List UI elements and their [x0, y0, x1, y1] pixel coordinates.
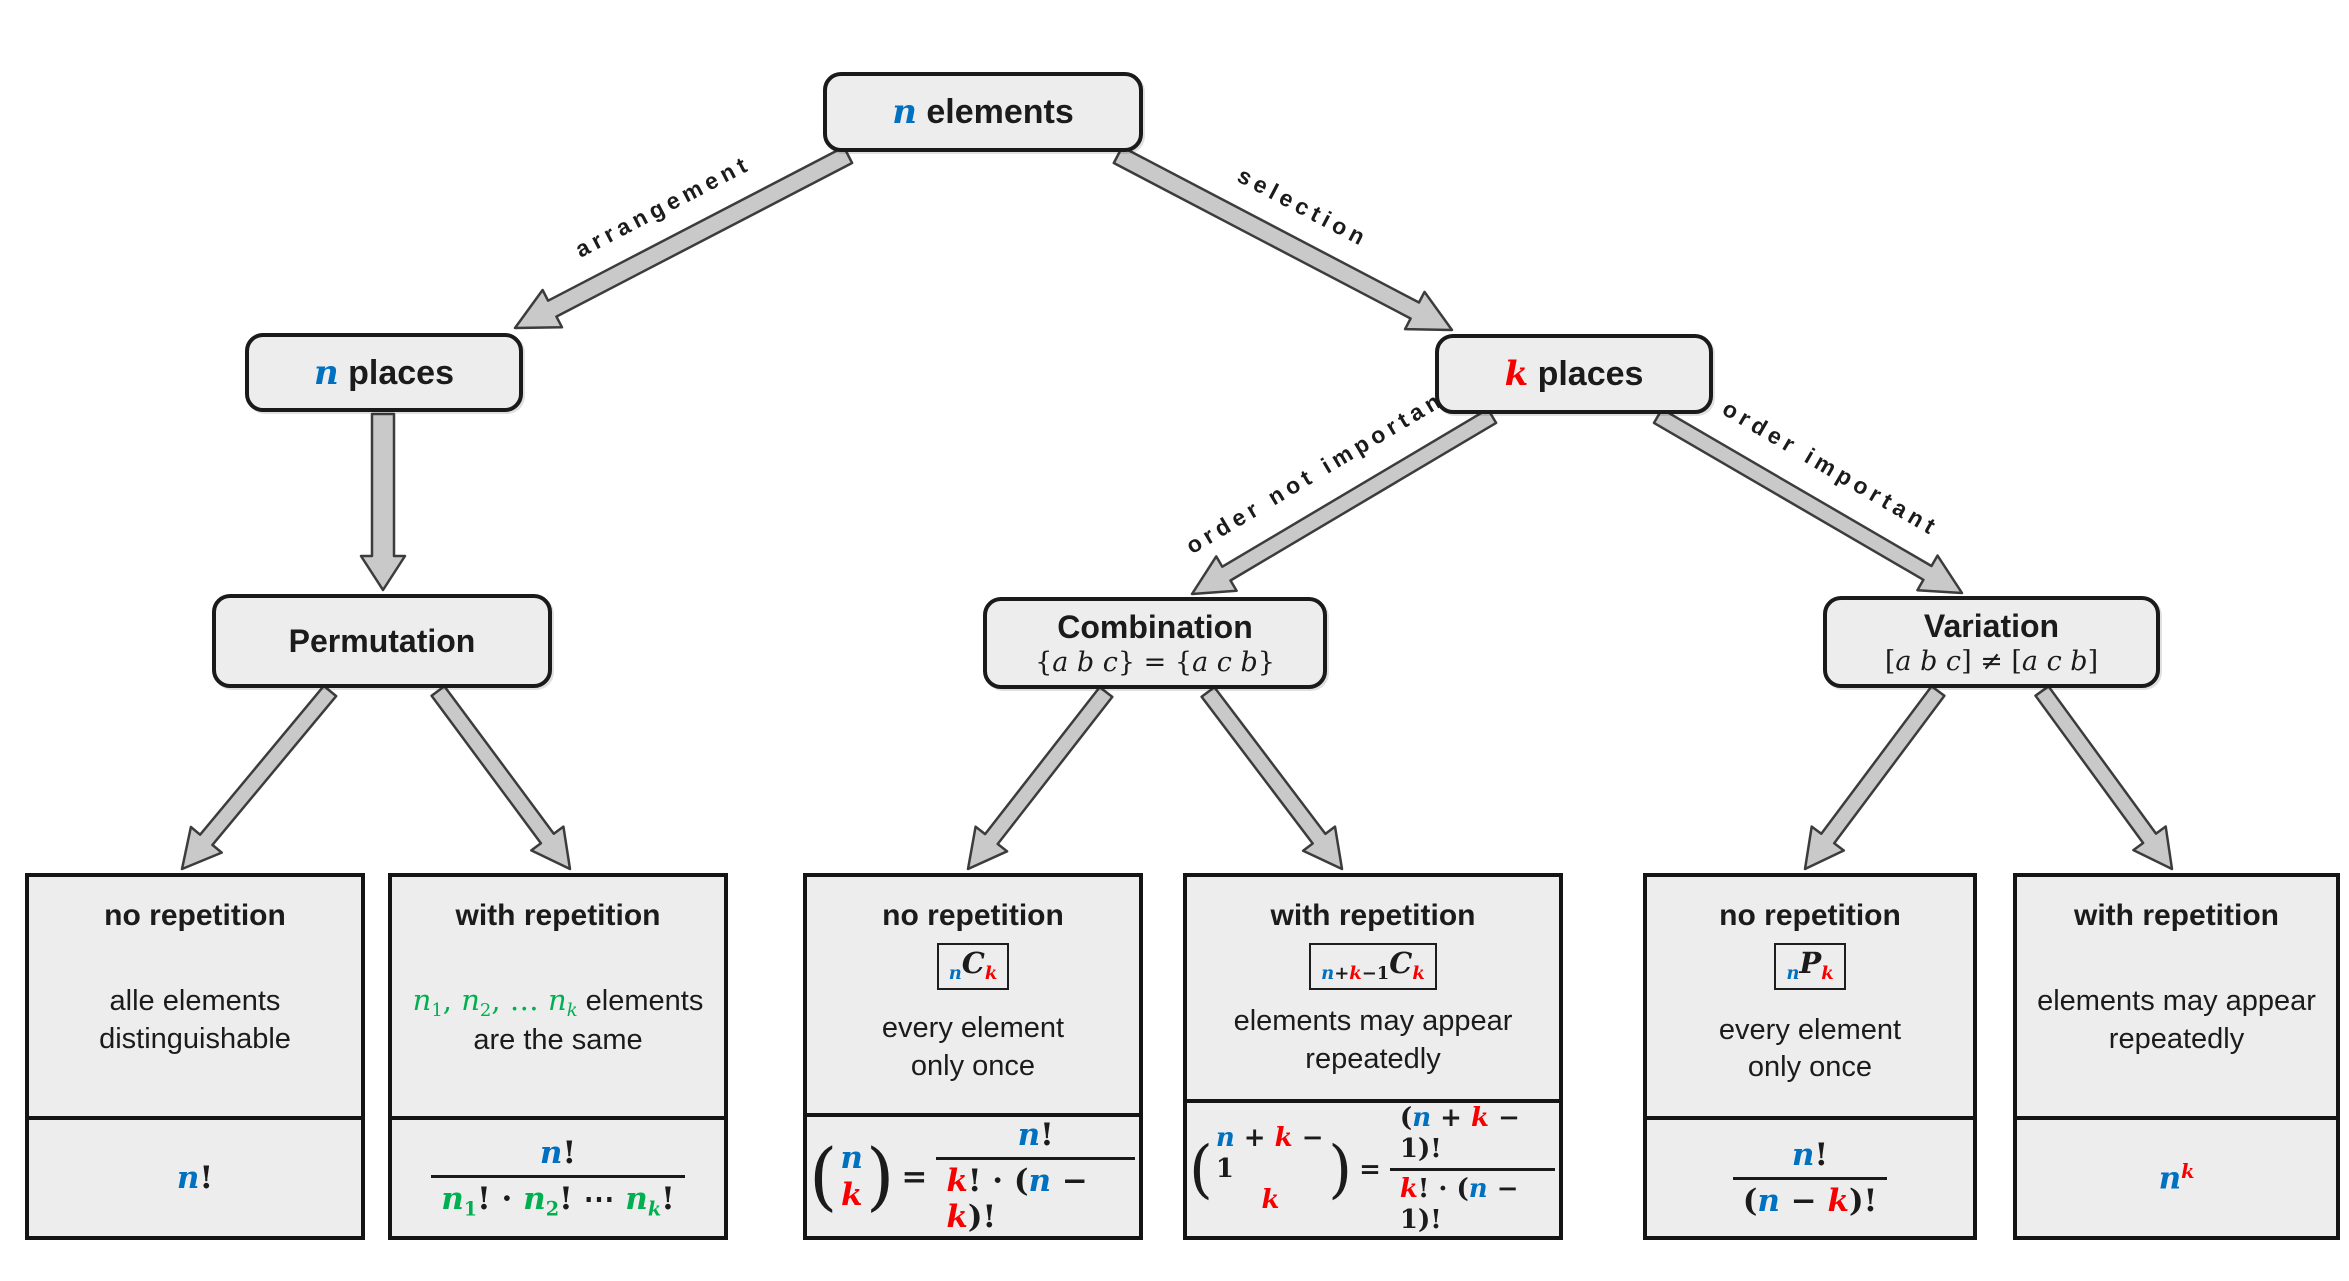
leaf-heading: no repetition	[882, 899, 1064, 932]
leaf-body-line: distinguishable	[99, 1022, 291, 1055]
leaf-description-section: with repetition n1, n2, … nk elements ar…	[392, 877, 724, 1120]
leaf-formula-section: nk	[2017, 1120, 2336, 1236]
leaf-combination-with-repetition: with repetition n+k−1Ck elements may app…	[1183, 873, 1563, 1240]
leaf-body-line: every element	[1718, 1013, 1902, 1046]
leaf-formula-section: n!	[29, 1120, 361, 1236]
arrow-edge-7	[966, 685, 1114, 871]
arrow-edge-5	[180, 684, 338, 871]
leaf-heading: no repetition	[104, 899, 286, 932]
node-title: k places	[1504, 354, 1644, 394]
arrow-order-important	[1652, 407, 1964, 595]
leaf-formula-section: n!(n − k)!	[1647, 1120, 1973, 1236]
notation-badge-nPk: nPk	[1774, 943, 1846, 991]
leaf-heading: with repetition	[455, 899, 661, 932]
leaf-body: alle elements distinguishable	[99, 933, 291, 1116]
leaf-body-line: elements may appear	[2037, 984, 2316, 1017]
node-permutation: Permutation	[212, 594, 552, 688]
arrow-edge-8	[1200, 685, 1344, 871]
leaf-formula: nk	[2158, 1159, 2195, 1197]
leaf-body-line: repeatedly	[1305, 1042, 1441, 1075]
leaf-formula: n!	[176, 1160, 214, 1196]
leaf-description-section: with repetition elements may appear repe…	[2017, 877, 2336, 1120]
arrow-edge-10	[2034, 685, 2174, 871]
arrow-edge-2	[359, 412, 407, 592]
node-n-elements: n elements	[823, 72, 1143, 152]
leaf-description-section: with repetition n+k−1Ck elements may app…	[1187, 877, 1559, 1104]
node-title: n elements	[892, 92, 1074, 132]
fraction: n!k! · (n − k)!	[936, 1117, 1135, 1236]
leaf-body: elements may appear repeatedly	[2037, 933, 2316, 1116]
leaf-body-line: only once	[1747, 1051, 1873, 1084]
leaf-formula-section: n!n1! · n2! ⋯ nk!	[392, 1120, 724, 1236]
node-variation: Variation [a b c] ≠ [a c b]	[1823, 596, 2160, 688]
node-title: Permutation	[288, 622, 476, 659]
fraction: n!(n − k)!	[1732, 1137, 1888, 1219]
arrow-arrangement	[513, 145, 854, 330]
arrow-label-selection: selection	[1233, 162, 1373, 252]
leaf-heading: with repetition	[2074, 899, 2279, 932]
leaf-combination-no-repetition: no repetition nCk every element only onc…	[803, 873, 1143, 1240]
leaf-body: every element only once	[1719, 990, 1901, 1116]
leaf-heading: with repetition	[1270, 899, 1476, 932]
node-title: Variation	[1923, 607, 2060, 644]
leaf-description-section: no repetition nCk every element only onc…	[807, 877, 1139, 1118]
node-k-places: k places	[1435, 334, 1713, 414]
leaf-body-line: n1, n2, … nk elements	[412, 982, 704, 1021]
node-combination: Combination {a b c} = {a c b}	[983, 597, 1327, 689]
leaf-variation-with-repetition: with repetition elements may appear repe…	[2013, 873, 2340, 1240]
leaf-heading: no repetition	[1719, 899, 1901, 932]
leaf-body-line: elements may appear	[1233, 1005, 1513, 1038]
leaf-variation-no-repetition: no repetition nPk every element only onc…	[1643, 873, 1977, 1240]
fraction: (n + k − 1)!k! · (n − 1)!	[1389, 1103, 1555, 1236]
leaf-description-section: no repetition nPk every element only onc…	[1647, 877, 1973, 1120]
leaf-permutation-with-repetition: with repetition n1, n2, … nk elements ar…	[388, 873, 728, 1240]
node-title: Combination	[1057, 608, 1253, 645]
node-subtitle: {a b c} = {a c b}	[1035, 646, 1275, 678]
arrow-edge-6	[430, 684, 572, 871]
leaf-formula: n!n1! · n2! ⋯ nk!	[427, 1135, 689, 1220]
leaf-body-line: every element	[881, 1012, 1065, 1045]
leaf-body-line: are the same	[473, 1023, 643, 1056]
leaf-body-line: repeatedly	[2108, 1022, 2245, 1055]
node-title: n places	[313, 352, 455, 393]
leaf-body-line: only once	[910, 1049, 1036, 1082]
node-n-places: n places	[245, 333, 523, 412]
fraction: n!n1! · n2! ⋯ nk!	[431, 1135, 685, 1220]
arrow-edge-9	[1803, 684, 1946, 871]
notation-badge-n+k-1Ck: n+k−1Ck	[1309, 943, 1437, 991]
leaf-description-section: no repetition alle elements distinguisha…	[29, 877, 361, 1120]
notation-badge-nCk: nCk	[936, 943, 1010, 991]
arrow-order-not-important	[1190, 407, 1498, 596]
leaf-body: elements may appear repeatedly	[1234, 990, 1513, 1099]
leaf-formula: n!(n − k)!	[1729, 1137, 1892, 1219]
arrow-selection	[1112, 145, 1454, 332]
leaf-permutation-no-repetition: no repetition alle elements distinguisha…	[25, 873, 365, 1240]
leaf-body: n1, n2, … nk elements are the same	[413, 933, 704, 1116]
leaf-body: every element only once	[882, 990, 1064, 1113]
leaf-body-line: alle elements	[109, 984, 281, 1017]
node-subtitle: [a b c] ≠ [a c b]	[1884, 645, 2099, 677]
